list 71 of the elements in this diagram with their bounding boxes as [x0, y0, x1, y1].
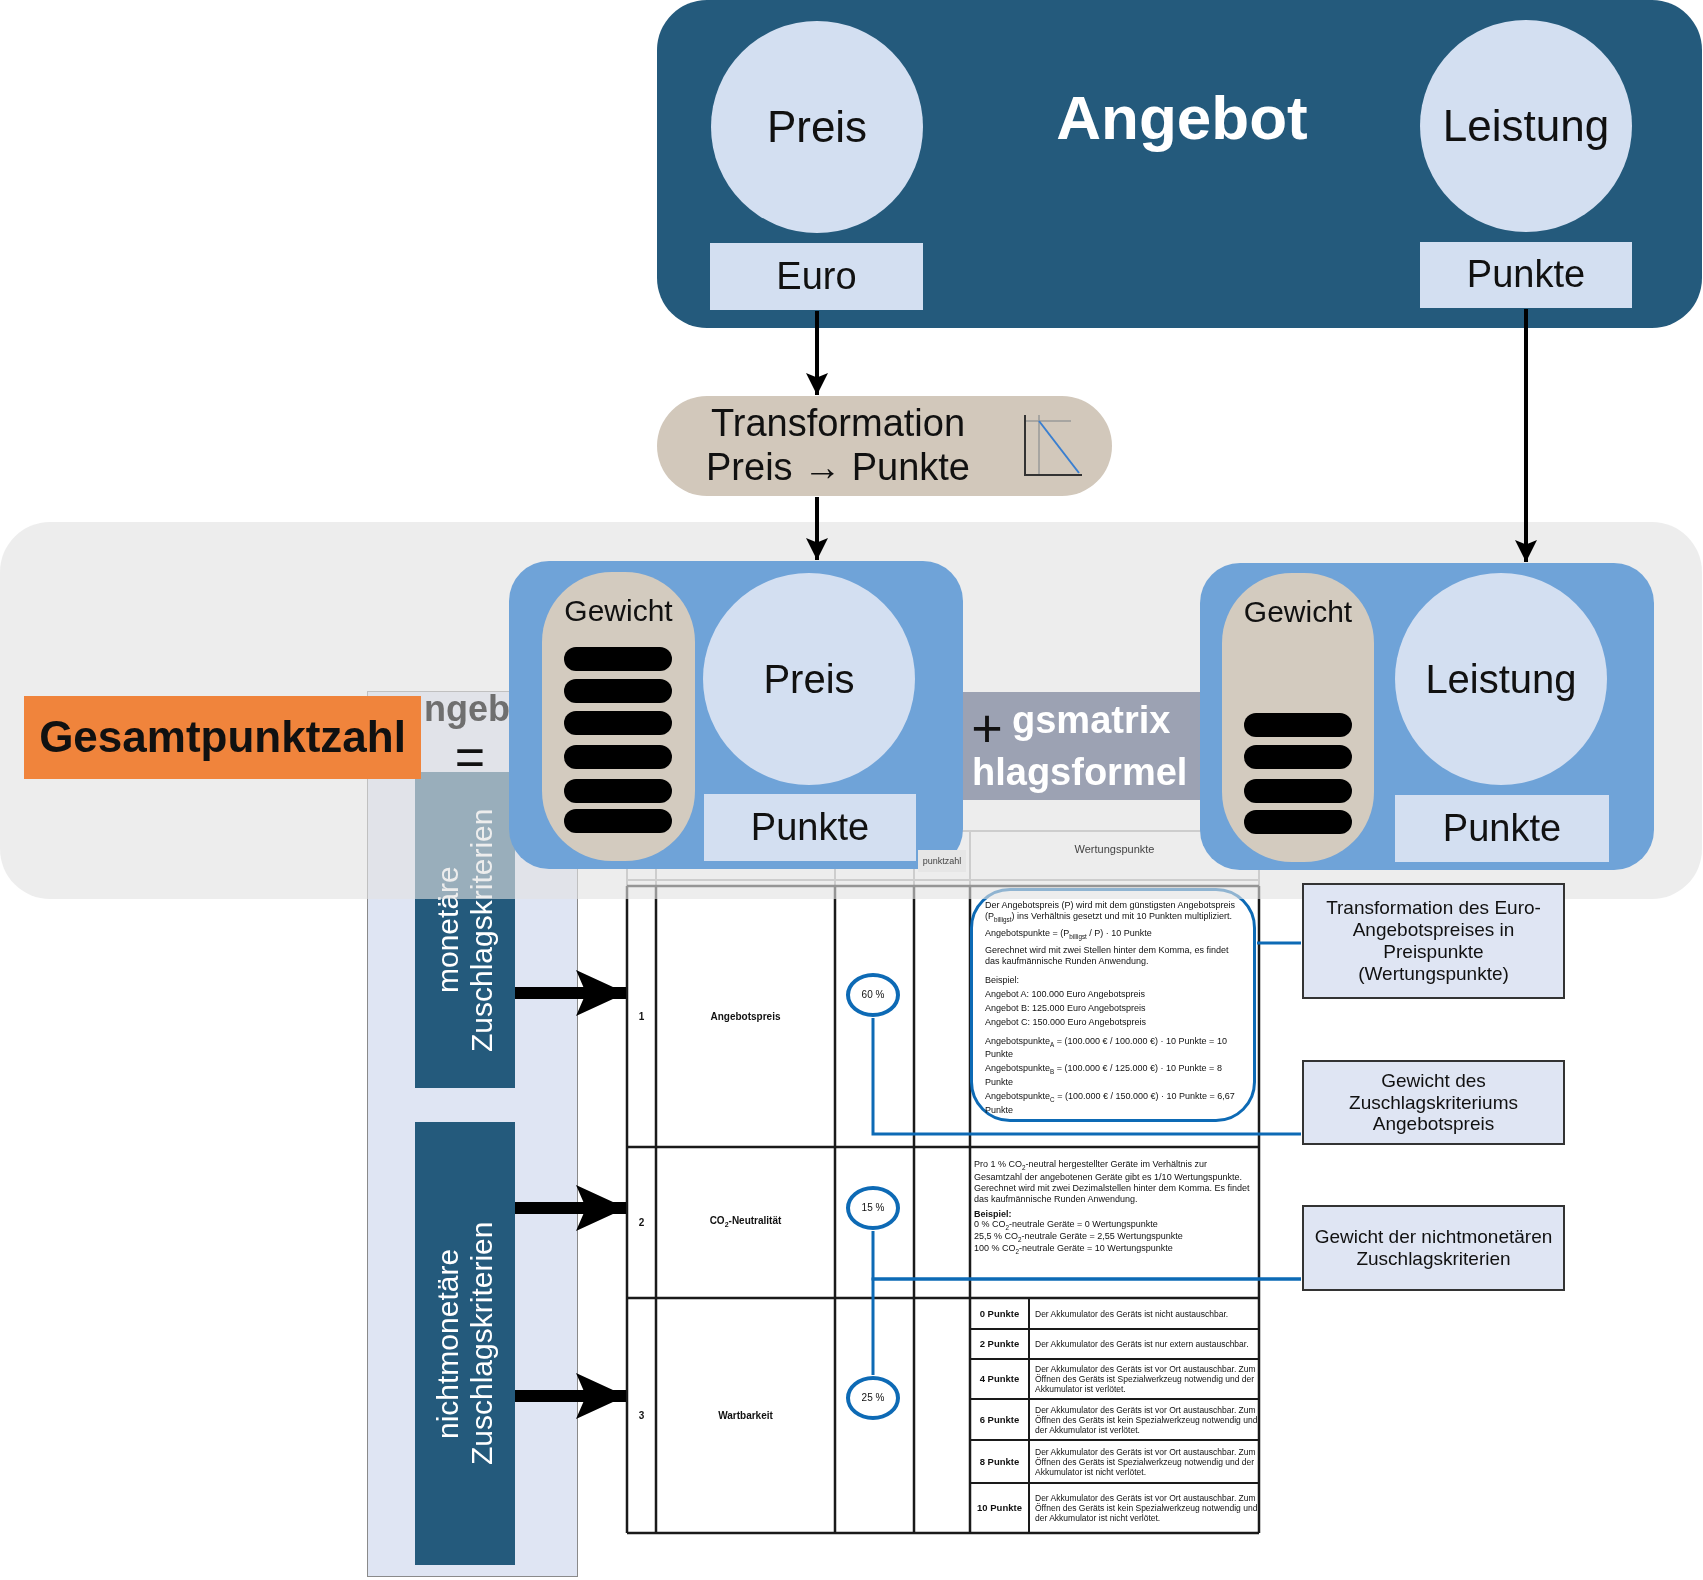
description-text: Beispiel:: [974, 1208, 1013, 1220]
description-text: Angebotspunkte$_{B}$ = (100.000 € / 125.000 €) · 10 Punkte = 8 Punkte: [985, 1063, 1223, 1089]
total-score-box: Gesamtpunktzahl: [24, 696, 421, 779]
score-description: Der Akkumulator des Geräts ist vor Ort austauschbar. Zum Öffnen des Geräts ist Spezialwerkzeug notwendig und der Akkumulator ist verlötet.: [1034, 1363, 1257, 1396]
callout-box: Transformation des Euro-Angebotspreises in Preispunkte (Wertungspunkte): [1302, 883, 1565, 999]
criterion-name: Angebotspreis: [709, 1009, 782, 1024]
score-description: Der Akkumulator des Geräts ist nur extern austauschbar.: [1034, 1338, 1250, 1351]
description-text: Beispiel:: [985, 974, 1021, 986]
score-value: 10 Punkte: [976, 1501, 1023, 1516]
score-description: Der Akkumulator des Geräts ist vor Ort austauschbar. Zum Öffnen des Geräts ist kein Spezialwerkzeug notwendig und der Akkumulator ist nicht verlötet.: [1034, 1492, 1258, 1525]
arrow: [806, 497, 828, 560]
unit-box: Euro: [710, 243, 923, 310]
price-circle: Preis: [711, 21, 923, 233]
description-text: Angebotspunkte$_{C}$ = (100.000 € / 150.000 €) · 10 Punkte = 6,67 Punkte: [985, 1091, 1236, 1116]
weight-label: Gewicht: [563, 592, 674, 629]
score-value: 4 Punkte: [978, 1372, 1021, 1387]
criteria-box: nichtmonetäre Zuschlagskriterien: [415, 1122, 515, 1565]
description-text: Angebot C: 150.000 Euro Angebotspreis: [985, 1016, 1148, 1028]
performance-circle: Leistung: [1395, 573, 1607, 785]
score-panel: [509, 561, 963, 869]
description-text: 100 % CO$_{2}$-neutrale Geräte = 10 Wertungspunkte: [974, 1244, 1174, 1256]
arrow: [515, 1185, 626, 1231]
offer-panel: [657, 0, 1702, 328]
score-value: 8 Punkte: [978, 1454, 1021, 1469]
criterion-name: CO$_{2}$-Neutralität: [708, 1214, 783, 1231]
criterion-name: Wartbarkeit: [717, 1408, 774, 1423]
weight-ellipse: 25 %: [846, 1376, 900, 1420]
weight-ellipse: 60 %: [846, 973, 900, 1017]
description-text: Angebot A: 100.000 Euro Angebotspreis: [985, 988, 1147, 1000]
score-value: 6 Punkte: [978, 1412, 1021, 1427]
faded-heading-text: gsmatrix: [1012, 698, 1172, 744]
criteria-box: monetäre Zuschlagskriterien: [415, 772, 515, 1088]
column-header: Wertungspunkte: [1073, 842, 1156, 858]
callout-box: Gewicht der nichtmonetären Zuschlagskriterien: [1302, 1205, 1565, 1291]
row-number-cell: 3: [627, 1298, 656, 1533]
leader-line: [871, 1277, 1301, 1375]
arrow: [515, 970, 626, 1016]
panel-title: Angebot: [1055, 82, 1309, 155]
description-text: 0 % CO$_{2}$-neutrale Geräte = 0 Wertungspunkte: [974, 1220, 1159, 1232]
callout-box: Gewicht des Zuschlagskriteriums Angebotspreis: [1302, 1060, 1565, 1145]
row-number-cell: 2: [627, 1147, 656, 1298]
description-text: Gerechnet wird mit zwei Stellen hinter dem Komma, es findet das kaufmännische Runden Anwendung.: [985, 944, 1230, 967]
score-description: Der Akkumulator des Geräts ist nicht austauschbar.: [1034, 1307, 1230, 1321]
weight-label: Gewicht: [1242, 593, 1354, 630]
score-value: 2 Punkte: [978, 1337, 1021, 1352]
arrow: [806, 311, 828, 395]
unit-box: Punkte: [1395, 795, 1609, 862]
description-text: Der Angebotspreis (P) wird mit dem günstigsten Angebotspreis (P$_{billigst}$) ins Verhältnis gesetzt und mit 10 Punkten multipliziert.: [985, 900, 1237, 925]
leader-line: [871, 1018, 1301, 1136]
formula-callout-box: [970, 888, 1256, 1122]
arrow: [515, 1373, 626, 1419]
description-text: Angebotspunkte$_{A}$ = (100.000 € / 100.000 €) · 10 Punkte = 10 Punkte: [985, 1035, 1228, 1061]
description-text: Angebotspunkte = (P$_{billigst}$ / P) · 10 Punkte: [985, 927, 1153, 942]
weight-ellipse: 15 %: [846, 1186, 900, 1230]
faded-heading-text: ngeb: [424, 688, 508, 730]
score-panel: [1200, 563, 1654, 870]
description-text: Angebot B: 125.000 Euro Angebotspreis: [985, 1002, 1147, 1014]
unit-box: Punkte: [704, 794, 916, 861]
leader-line: [1257, 941, 1301, 945]
description-text: Pro 1 % CO$_{2}$-neutral hergestellter Geräte im Verhältnis zur Gesamtzahl der angebotenen Geräte gibt es 1/10 Wertungspunkte. Gerechnet wird mit zwei Dezimalstellen hinter dem Komma. Es findet das kaufmännische Runden Anwendung.: [974, 1157, 1251, 1207]
score-description: Der Akkumulator des Geräts ist vor Ort austauschbar. Zum Öffnen des Geräts ist kein Spezialwerkzeug notwendig und der Akkumulator ist verlötet.: [1034, 1403, 1258, 1437]
unit-box: Punkte: [1420, 242, 1632, 308]
score-value: 0 Punkte: [978, 1306, 1021, 1321]
description-text: 25,5 % CO$_{2}$-neutrale Geräte = 2,55 Wertungspunkte: [974, 1232, 1184, 1244]
price-circle: Preis: [703, 573, 915, 785]
score-description: Der Akkumulator des Geräts ist vor Ort austauschbar. Zum Öffnen des Geräts ist Spezialwerkzeug notwendig und der Akkumulator ist nicht verlötet.: [1034, 1445, 1257, 1479]
box-label: Transformation Preis → Punkte: [705, 402, 971, 490]
performance-circle: Leistung: [1420, 20, 1632, 232]
row-number-cell: 1: [627, 886, 656, 1147]
column-header: punktzahl: [918, 850, 966, 872]
arrow: [1515, 309, 1537, 562]
